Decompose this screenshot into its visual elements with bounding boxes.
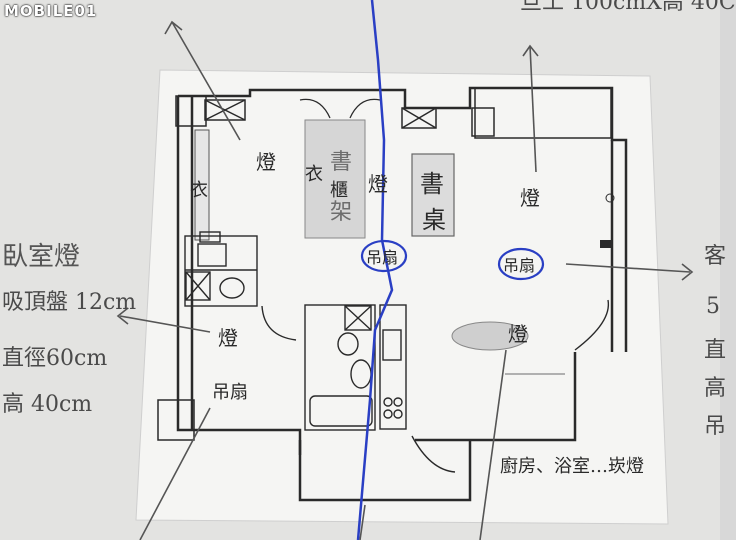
annotation-arrows: [116, 20, 694, 540]
balcony-doors: [299, 98, 381, 119]
wall-switch: [600, 240, 612, 248]
label-desk-1: 書: [420, 170, 444, 198]
right-note-line2: 5: [706, 294, 720, 319]
floorplan-drawing: [0, 0, 720, 540]
label-book-1: 書: [330, 150, 353, 175]
printed-paper: [135, 69, 669, 525]
label-book-2: 架: [330, 200, 353, 225]
watermark-logo: MOBILE01: [4, 2, 98, 20]
right-note-line4: 高: [704, 376, 727, 401]
right-note-line3: 直: [704, 338, 727, 363]
window-frames: [157, 87, 612, 441]
label-lamp-living-low: 燈: [508, 322, 528, 346]
closet-shelf: [304, 119, 366, 239]
right-note-line5: 吊: [704, 414, 727, 439]
bathroom-center: [304, 299, 610, 473]
bedroom-note-line2: 直徑60cm: [2, 346, 108, 371]
bathroom-left: [184, 231, 297, 341]
outer-walls: [176, 86, 628, 502]
top-edge-note: 旦工 100cmX高 40C: [520, 0, 736, 15]
label-desk-2: 桌: [422, 206, 446, 234]
label-lamp-bedroom-low: 燈: [218, 326, 238, 350]
label-closet-left: 衣: [190, 180, 208, 201]
desk: [411, 153, 455, 237]
label-lamp-bedroom-top: 燈: [256, 150, 276, 174]
wardrobe-left: [194, 129, 210, 241]
bottom-note: 廚房、浴室…崁燈: [500, 456, 644, 477]
sofa-sketch: [451, 321, 529, 351]
label-fan-living: 吊扇: [503, 256, 536, 275]
bedroom-note-line3: 高 40cm: [2, 392, 93, 417]
label-lamp-living-top: 燈: [520, 186, 540, 210]
fan-markers: [360, 239, 545, 281]
right-note-line1: 客: [704, 244, 727, 269]
label-fan-bedroom: 吊扇: [366, 248, 399, 267]
bedroom-note-line1: 吸頂盤 12cm: [2, 290, 137, 315]
outlet-mark: [605, 193, 615, 203]
label-fan-bottom-left: 吊扇: [212, 382, 248, 403]
label-lamp-center: 燈: [368, 172, 388, 196]
blue-pen-line: [356, 0, 394, 540]
bedroom-note-title: 臥室燈: [2, 242, 81, 272]
label-closet-mid-2: 櫃: [330, 180, 348, 201]
label-closet-mid-1: 衣: [305, 164, 323, 185]
